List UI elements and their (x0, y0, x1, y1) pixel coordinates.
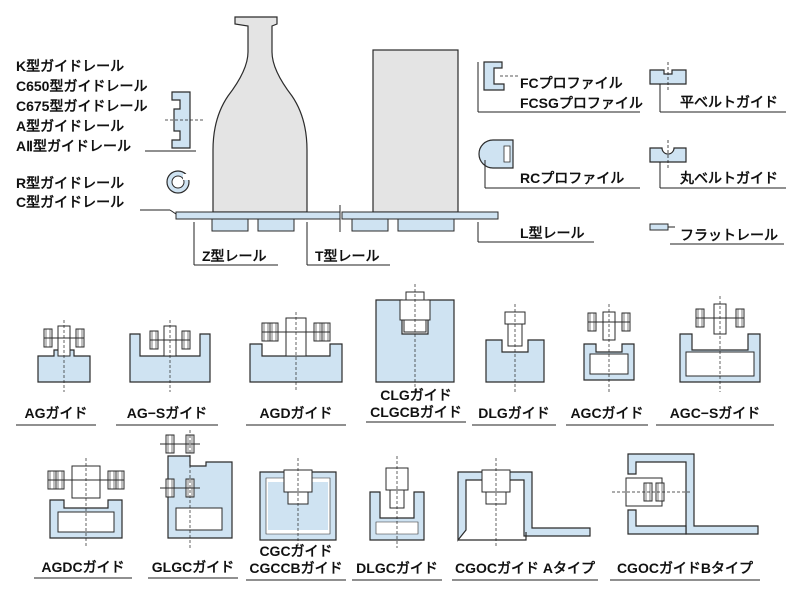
flat-belt-guide-label: 平ベルトガイド (680, 94, 778, 110)
k-guide-rail-label: K型ガイドレール (16, 58, 125, 74)
agc-s-guide-icon (679, 296, 761, 392)
t-rail-label: T型レール (315, 248, 380, 264)
ag-guide-icon (37, 320, 91, 392)
dlgc-guide-icon (369, 456, 425, 548)
c650-guide-rail-label: C650型ガイドレール (16, 78, 148, 94)
glgc-guide-label: GLGCガイド (151, 559, 235, 575)
dlg-guide-icon (485, 304, 545, 392)
cgc-guide-icon (259, 458, 337, 548)
a-guide-rail-label: A型ガイドレール (16, 118, 125, 134)
l-rail-label: L型レール (520, 225, 585, 241)
a2-guide-rail-label: AⅡ型ガイドレール (16, 138, 132, 154)
agc-guide-icon (583, 304, 635, 392)
agd-guide-label: AGDガイド (259, 405, 333, 421)
round-belt-guide-label: 丸ベルトガイド (680, 170, 778, 186)
cgoc-b-guide-label: CGOCガイドBタイプ (616, 560, 754, 576)
c-guide-rail-label: C型ガイドレール (16, 194, 125, 210)
z-rail-label: Z型レール (202, 248, 267, 264)
bottle-shape (212, 16, 308, 213)
clg-guide-icon (375, 284, 455, 392)
agd-guide-icon (249, 312, 343, 392)
flat-rail-label: フラットレール (680, 227, 778, 243)
r-guide-rail-icon (166, 170, 191, 194)
cgoc-a-guide-label: CGOCガイド Aタイプ (455, 560, 595, 576)
cgoc-b-guide-icon (612, 453, 759, 535)
c675-guide-rail-label: C675型ガイドレール (16, 98, 148, 114)
cgc-guide-label: CGCガイド (259, 543, 333, 559)
dlg-guide-label: DLGガイド (478, 405, 550, 421)
fc-profile-label: FCプロファイル (520, 75, 623, 91)
clg-guide-label: CLGガイド (380, 387, 452, 403)
agdc-guide-icon (47, 458, 125, 548)
rc-profile-icon (478, 139, 514, 169)
flat-rail-icon (649, 223, 669, 231)
fcsg-profile-label: FCSGプロファイル (520, 95, 643, 111)
glgc-guide-icon (160, 430, 233, 548)
agc-s-guide-label: AGC−Sガイド (669, 405, 761, 421)
box-container (372, 49, 459, 213)
clgcb-guide-label: CLGCBガイド (370, 404, 462, 420)
ag-s-guide-icon (129, 320, 211, 392)
agdc-guide-label: AGDCガイド (41, 559, 125, 575)
agc-guide-label: AGCガイド (570, 405, 644, 421)
fc-profile-icon (483, 61, 505, 91)
cgccb-guide-label: CGCCBガイド (249, 560, 343, 576)
ag-s-guide-label: AG−Sガイド (126, 405, 208, 421)
cgoc-a-guide-icon (457, 458, 591, 548)
rc-profile-label: RCプロファイル (520, 170, 625, 186)
dlgc-guide-label: DLGCガイド (356, 560, 438, 576)
conveyor-rails (175, 205, 499, 232)
ag-guide-label: AGガイド (24, 405, 88, 421)
r-guide-rail-label: R型ガイドレール (16, 175, 125, 191)
